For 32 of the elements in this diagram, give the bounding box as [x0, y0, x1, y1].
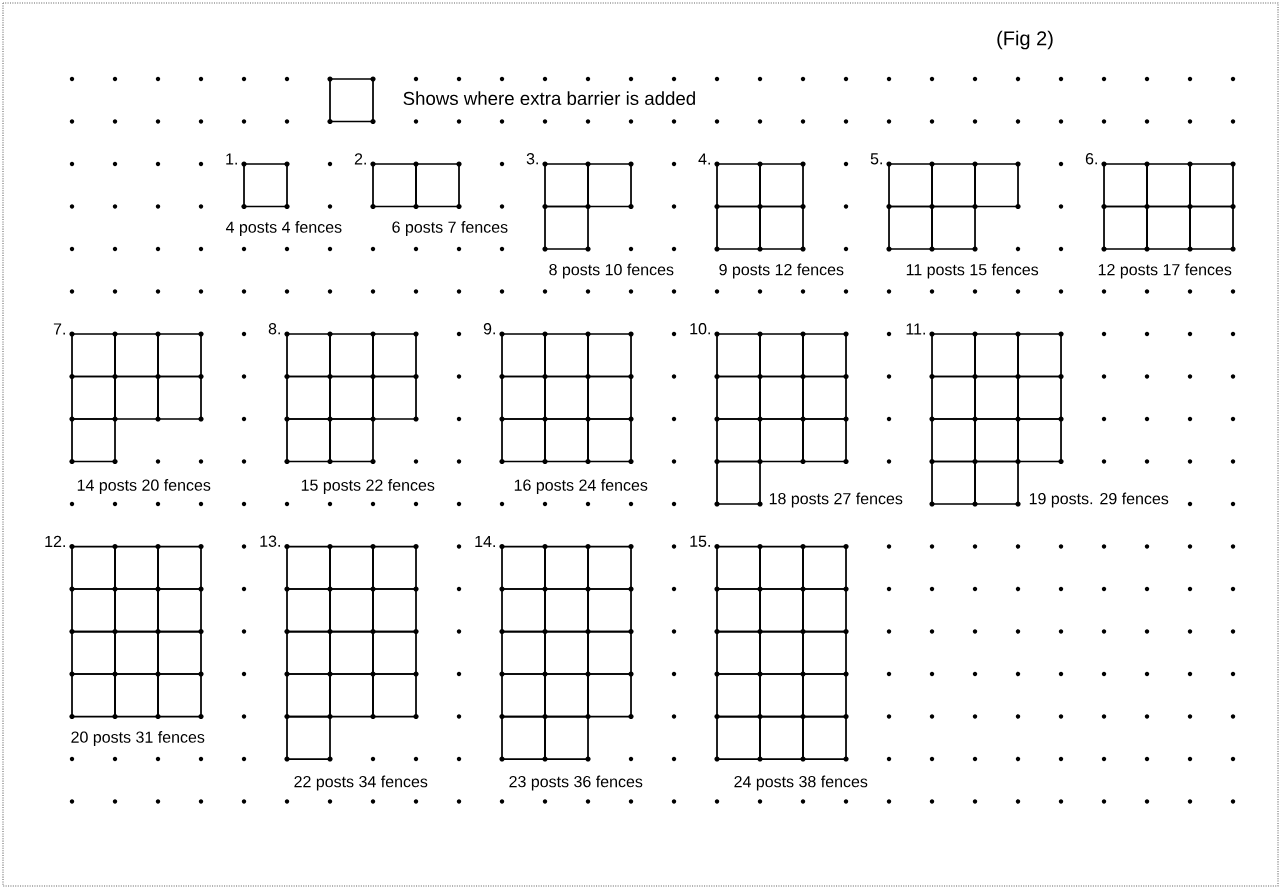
count-label: 4 posts 4 fences — [226, 221, 342, 236]
figure-number: 8. — [268, 323, 280, 335]
figure-number: 4. — [698, 153, 710, 165]
figure-number: 10. — [690, 323, 710, 335]
count-label: 20 posts 31 fences — [71, 731, 205, 746]
figure-number: 3. — [526, 153, 538, 165]
figure-number: 7. — [53, 323, 65, 335]
count-label: 6 posts 7 fences — [392, 221, 508, 236]
count-label: 8 posts 10 fences — [549, 263, 674, 279]
figure-title: (Fig 2) — [997, 30, 1053, 50]
count-label: 19 posts. 29 fences — [1029, 492, 1169, 508]
figure-number: 5. — [870, 153, 882, 165]
count-label: 15 posts 22 fences — [301, 479, 435, 494]
count-label: 24 posts 38 fences — [734, 775, 868, 791]
count-label: 12 posts 17 fences — [1098, 263, 1232, 279]
count-label: 23 posts 36 fences — [509, 775, 643, 791]
count-label: 14 posts 20 fences — [77, 479, 211, 494]
figure-number: 15. — [690, 535, 710, 547]
count-label: 18 posts 27 fences — [769, 492, 903, 508]
figure-number: 9. — [483, 323, 495, 335]
figure-number: 12. — [45, 535, 65, 547]
count-label: 22 posts 34 fences — [294, 775, 428, 791]
figure-number: 1. — [226, 153, 237, 165]
legend-label: Shows where extra barrier is added — [403, 91, 695, 106]
figure-number: 13. — [260, 535, 280, 547]
figure-number: 2. — [354, 153, 366, 165]
figure-number: 6. — [1085, 153, 1097, 165]
count-label: 16 posts 24 fences — [514, 479, 648, 494]
count-label: 11 posts 15 fences — [906, 263, 1039, 279]
figure-number: 14. — [475, 535, 495, 547]
figure-number: 11. — [906, 323, 925, 335]
count-label: 9 posts 12 fences — [719, 263, 844, 279]
